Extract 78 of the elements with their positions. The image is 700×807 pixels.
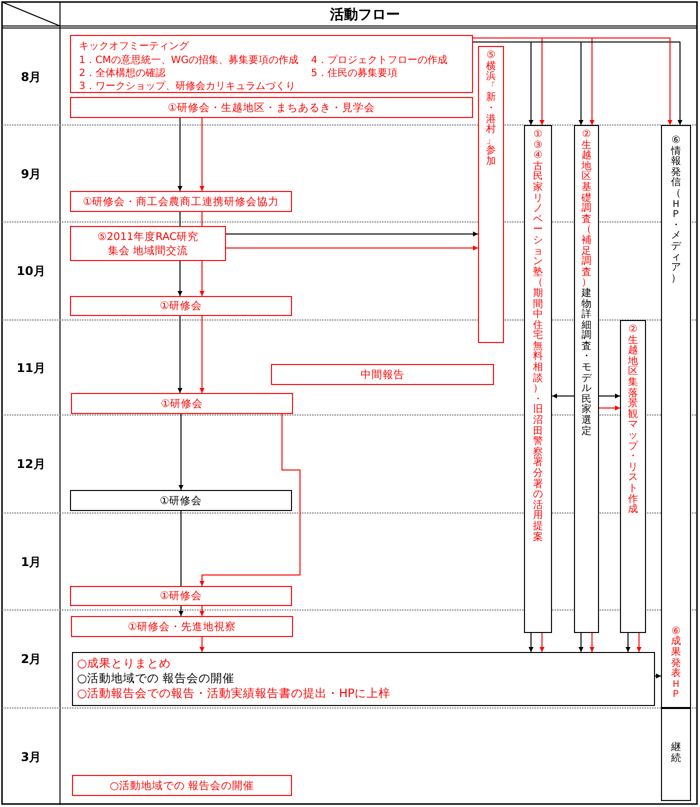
arrow — [636, 632, 642, 652]
arrow — [200, 636, 204, 652]
activity-box — [70, 586, 292, 606]
activity-text: 4．プロジェクトフローの作成 — [311, 54, 448, 67]
arrow — [200, 260, 204, 296]
month-label: 10月 — [16, 263, 46, 280]
activity-text: ②生越地区基礎調査（補足調査） — [581, 130, 592, 288]
month-label: 12月 — [16, 456, 46, 473]
arrow — [598, 394, 620, 398]
arrow — [178, 118, 182, 192]
activity-text: ○成果とりまとめ — [77, 656, 172, 671]
arrow — [200, 316, 204, 394]
activity-text: ⑥情報発信（ＨＰ・メディア） — [670, 136, 682, 284]
arrow — [654, 674, 662, 678]
month-label: 8月 — [20, 68, 42, 86]
activity-box — [70, 226, 226, 261]
vertical-activity-box — [524, 125, 552, 633]
activity-text: ⑤2011年度RAC研究集会 地域間交流 — [96, 230, 200, 258]
activity-text: ①研修会 — [160, 299, 202, 313]
vertical-activity-box — [574, 125, 599, 633]
activity-box — [271, 364, 494, 385]
activity-text: 5．住民の募集要項 — [311, 66, 398, 80]
vertical-activity-box — [661, 708, 691, 801]
activity-text: ②生越地区集落景観マップ・リスト作成 — [628, 325, 638, 516]
activity-text: ⑤横浜「新・港村」参加 — [486, 51, 496, 168]
activity-text: 2．全体構想の確認 — [79, 66, 166, 80]
arrow — [226, 232, 478, 236]
activity-text: ①研修会 — [160, 589, 202, 603]
arrow — [226, 246, 478, 250]
connector-line — [180, 510, 182, 586]
activity-box — [72, 775, 292, 796]
activity-text: ○活動地域での 報告会の開催 — [110, 778, 254, 792]
arrow — [528, 632, 534, 652]
vertical-activity-box — [620, 320, 646, 633]
arrow — [178, 414, 184, 490]
arrow — [578, 632, 584, 652]
arrow — [590, 632, 594, 652]
activity-text: ①研修会・商工会農商工連携研修会協力 — [82, 194, 280, 208]
activity-text: キックオフミーティング — [79, 40, 189, 53]
activity-text: ①研修会 — [160, 396, 204, 410]
month-label: 3月 — [20, 748, 42, 766]
month-label: 2月 — [20, 651, 42, 668]
arrow — [200, 414, 300, 586]
activity-box — [72, 652, 655, 706]
activity-box — [70, 191, 292, 212]
activity-text: 3．ワークショップ、研修会カリキュラムづくり — [79, 80, 296, 93]
arrow — [552, 394, 574, 398]
activity-box — [71, 616, 293, 637]
activity-text: ①研修会・先進地視察 — [128, 620, 236, 634]
vertical-activity-box — [478, 46, 504, 343]
month-label: 9月 — [20, 166, 42, 182]
arrow — [178, 606, 184, 616]
arrow — [598, 406, 620, 410]
arrow — [540, 632, 544, 652]
arrow — [200, 118, 204, 192]
activity-box — [70, 35, 473, 93]
arrow — [200, 606, 204, 616]
activity-box — [70, 490, 292, 511]
activity-text: ①研修会・生越地区・まちあるき・見学会 — [168, 100, 376, 114]
activity-text: ○活動報告会での報告・活動実績報告書の提出・HPに上梓 — [77, 686, 392, 701]
arrow — [178, 260, 182, 296]
activity-text: ①研修会 — [160, 494, 202, 508]
arrow — [178, 316, 182, 394]
activity-text: 1．CMの意思統一、WGの招集、募集要項の作成 — [79, 54, 299, 67]
activity-text: ⑥成果発表ＨＰ — [670, 626, 682, 701]
activity-text: ①③④古民家リノベーション塾（期間中住宅無料相談）・旧沼田警察署分署の活用提案 — [532, 130, 544, 544]
activity-text: 中間報告 — [360, 368, 404, 382]
activity-text: 継続 — [670, 743, 682, 764]
activity-text: 建物詳細調査・モデル民家選定 — [581, 288, 592, 438]
title-text: 活動フロー — [330, 6, 400, 24]
vertical-activity-box — [661, 125, 691, 708]
activity-text: ○活動地域での 報告会の開催 — [77, 671, 236, 686]
activity-box — [70, 97, 473, 118]
arrow — [626, 632, 630, 652]
activity-box — [71, 393, 293, 414]
month-label: 11月 — [16, 360, 46, 376]
month-label: 1月 — [20, 554, 42, 570]
activity-box — [70, 296, 292, 316]
